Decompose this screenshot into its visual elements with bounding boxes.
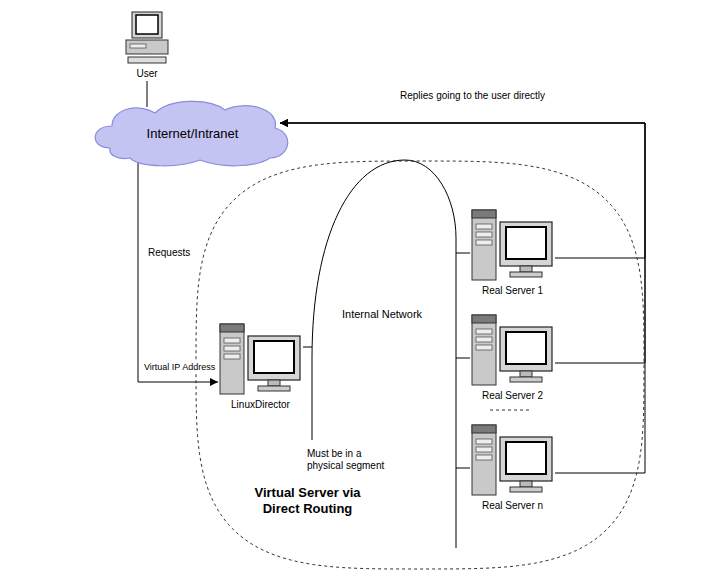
drive-bay (224, 346, 240, 351)
monitor-frame (500, 222, 552, 266)
connector-label: Replies going to the user directly (398, 90, 547, 102)
connector-line (280, 123, 645, 258)
computer-icon (472, 425, 552, 495)
monitor-frame (500, 437, 552, 481)
drive-bay (476, 337, 492, 342)
drive-bay (224, 354, 240, 359)
monitor-base (510, 272, 542, 277)
monitor-stand (520, 266, 532, 272)
connector-line (456, 468, 470, 469)
monitor-screen (136, 15, 158, 34)
monitor-frame (248, 336, 300, 380)
drive-bay (476, 345, 492, 350)
connector-line (280, 123, 645, 363)
interface-label: Virtual IP Address (142, 361, 217, 373)
drive-bay (476, 240, 492, 245)
network-cloud: Internet/Intranet (90, 98, 295, 168)
computer-icon (470, 313, 555, 388)
computer-icon (472, 315, 552, 385)
monitor-frame (132, 12, 162, 38)
region-title: Virtual Server via Direct Routing (240, 485, 375, 517)
computer-label: Real Server n (468, 500, 557, 512)
desktop-case (126, 40, 168, 54)
tower-case (220, 324, 244, 394)
connector-line (280, 123, 645, 473)
computer-icon (124, 10, 170, 66)
drive-bay (476, 224, 492, 229)
cloud-outline (95, 101, 287, 165)
tower-case (472, 425, 496, 495)
real-server: Real Server n (468, 423, 557, 512)
drive-bay (476, 455, 492, 460)
drive-bay (476, 447, 492, 452)
computer-icon (126, 12, 168, 63)
monitor-screen (254, 341, 294, 373)
computer-icon (470, 208, 555, 283)
tower-top (472, 315, 496, 323)
monitor-base (510, 487, 542, 492)
monitor-base (510, 377, 542, 382)
drive-bay (476, 439, 492, 444)
connector-line (456, 358, 470, 359)
user-computer: User (122, 10, 172, 80)
segment-arch (312, 160, 456, 548)
real-server: Real Server 2 (468, 313, 557, 402)
computer-icon (470, 423, 555, 498)
network-segment-outline (310, 158, 458, 562)
dashed-boundary (196, 161, 644, 569)
monitor-base (258, 386, 290, 391)
internal-network: Internal Network (310, 158, 458, 562)
monitor-screen (506, 227, 546, 259)
note-label: Must be in a physical segment (305, 448, 394, 472)
drive-bay (476, 232, 492, 237)
monitor-screen (506, 332, 546, 364)
computer-icon (220, 324, 300, 394)
ellipsis-dashes (490, 409, 530, 410)
keyboard (128, 57, 166, 63)
network-label: Internal Network (342, 308, 422, 320)
computer-icon (218, 322, 303, 397)
computer-label: Real Server 1 (468, 285, 557, 297)
computer-icon (472, 210, 552, 280)
director-computer: LinuxDirector (216, 322, 305, 411)
tower-case (472, 210, 496, 280)
computer-label: LinuxDirector (216, 399, 305, 411)
drive-bay (130, 44, 146, 48)
connector-line (456, 253, 470, 254)
drive-bay (224, 338, 240, 343)
monitor-screen (506, 442, 546, 474)
connector-label: Requests (146, 247, 192, 259)
real-server: Real Server 1 (468, 208, 557, 297)
cloud-label: Internet/Intranet (147, 126, 239, 141)
connector-line (138, 160, 218, 382)
connector-line (303, 347, 312, 348)
tower-case (472, 315, 496, 385)
monitor-stand (520, 481, 532, 487)
tower-top (220, 324, 244, 332)
computer-label: Real Server 2 (468, 390, 557, 402)
monitor-frame (500, 327, 552, 371)
tower-top (472, 210, 496, 218)
monitor-stand (520, 371, 532, 377)
tower-top (472, 425, 496, 433)
virtual-server-region: Virtual Server via Direct Routing LinuxDi… (195, 160, 645, 570)
connector-line (147, 81, 148, 107)
drive-bay (476, 329, 492, 334)
computer-label: User (122, 68, 172, 80)
monitor-stand (268, 380, 280, 386)
